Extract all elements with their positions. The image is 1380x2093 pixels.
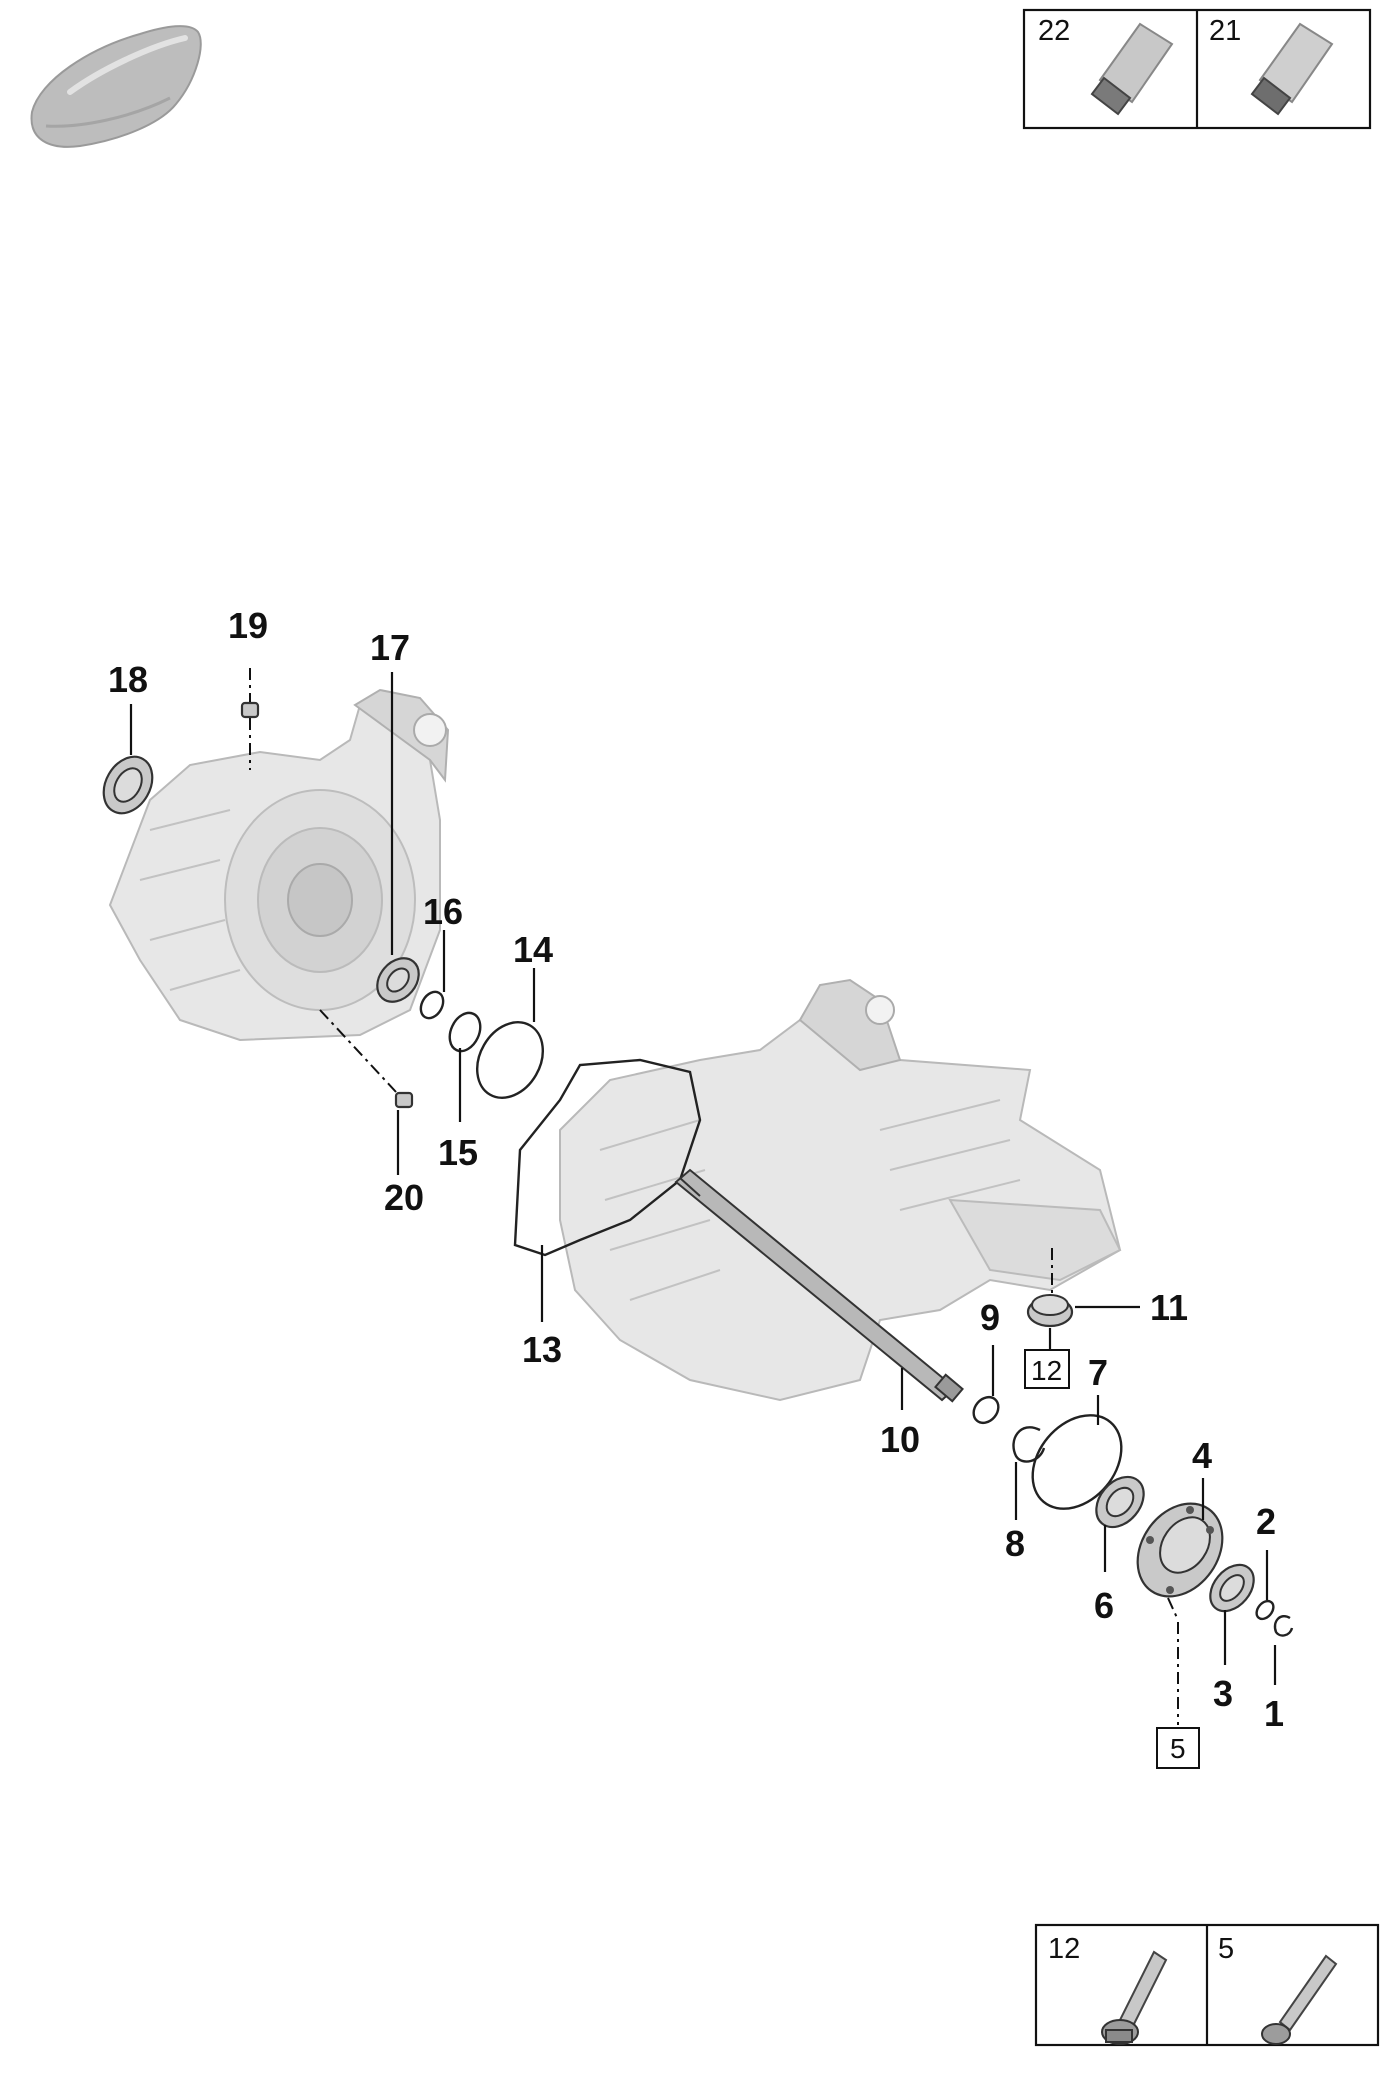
transmission-cover-housing bbox=[108, 688, 450, 1042]
callout-label: 3 bbox=[1213, 1673, 1233, 1714]
main-transmission-housing bbox=[559, 978, 1122, 1402]
legend-number: 21 bbox=[1209, 15, 1241, 47]
legend-number: 5 bbox=[1218, 1933, 1234, 1965]
callout-label: 6 bbox=[1094, 1585, 1114, 1626]
boxed-ref-5: 5 bbox=[1156, 1727, 1200, 1769]
callout-label: 20 bbox=[384, 1177, 424, 1218]
circlip bbox=[419, 990, 445, 1020]
assembly-lines bbox=[249, 668, 1179, 1725]
boxed-ref-label: 12 bbox=[1031, 1355, 1062, 1386]
flange-bolt-icon bbox=[1101, 1950, 1168, 2045]
callout-label: 1 bbox=[1264, 1693, 1284, 1734]
callouts: 18 19 17 16 14 15 20 13 10 9 11 7 8 6 4 … bbox=[108, 605, 1284, 1734]
callout-label: 17 bbox=[370, 627, 410, 668]
plug bbox=[240, 701, 260, 719]
spacer-ring bbox=[1255, 1599, 1275, 1621]
circlip bbox=[1012, 1426, 1046, 1463]
callout-label: 13 bbox=[522, 1329, 562, 1370]
callout-label: 15 bbox=[438, 1132, 478, 1173]
callout-label: 11 bbox=[1150, 1287, 1188, 1328]
callout-label: 8 bbox=[1005, 1523, 1025, 1564]
callout-label: 10 bbox=[880, 1419, 920, 1460]
boxed-ref-label: 5 bbox=[1170, 1733, 1186, 1764]
callout-label: 14 bbox=[513, 929, 553, 970]
callout-label: 4 bbox=[1192, 1435, 1212, 1476]
callout-label: 9 bbox=[980, 1297, 1000, 1338]
legend-number: 22 bbox=[1038, 15, 1070, 47]
legend-bottom: 12 5 bbox=[1034, 1923, 1380, 2047]
leader-lines bbox=[129, 672, 1277, 1685]
o-ring bbox=[448, 1011, 482, 1053]
callout-label: 18 bbox=[108, 659, 148, 700]
callout-label: 16 bbox=[423, 891, 463, 932]
legend-top: 22 21 bbox=[1022, 8, 1372, 130]
bearing-flange bbox=[1136, 1502, 1224, 1598]
circlip bbox=[972, 1395, 1000, 1425]
o-ring bbox=[476, 1021, 544, 1099]
legend-number: 12 bbox=[1048, 1933, 1080, 1965]
grease-tube-icon bbox=[1250, 22, 1334, 116]
boxed-ref-12: 12 bbox=[1024, 1349, 1070, 1389]
gasket bbox=[513, 1058, 702, 1257]
input-shaft bbox=[674, 1168, 964, 1403]
hex-socket-bolt-icon bbox=[1261, 1954, 1338, 2045]
plug bbox=[394, 1091, 414, 1109]
vehicle-silhouette-icon bbox=[30, 25, 202, 148]
circlip bbox=[1273, 1615, 1294, 1637]
callout-label: 19 bbox=[228, 605, 268, 646]
callout-label: 2 bbox=[1256, 1501, 1276, 1542]
callout-label: 7 bbox=[1088, 1352, 1108, 1393]
grease-tube-icon bbox=[1090, 22, 1174, 116]
